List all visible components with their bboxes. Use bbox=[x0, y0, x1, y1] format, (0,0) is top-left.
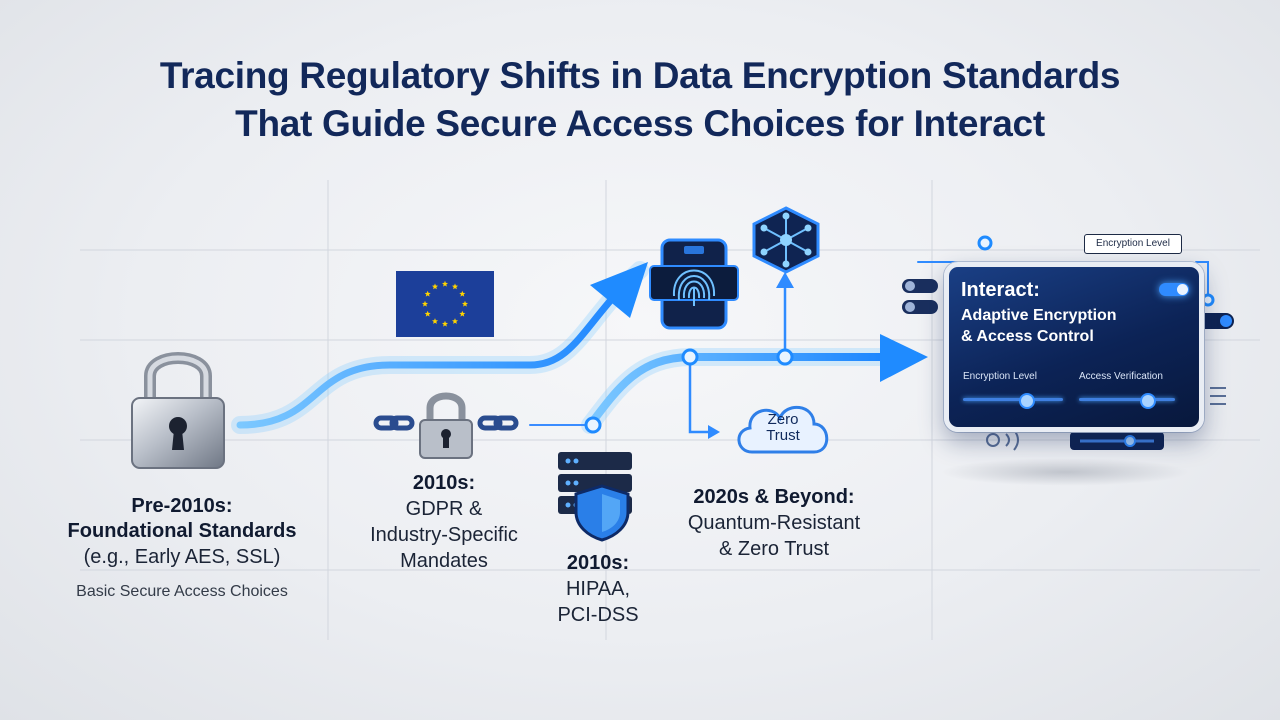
milestone-heading: 2010s: bbox=[566, 552, 630, 574]
milestone-line: & Zero Trust bbox=[718, 538, 830, 560]
network-node-icon bbox=[752, 206, 820, 274]
arrow-up-head bbox=[590, 262, 648, 318]
access-verification-label: Access Verification bbox=[1079, 371, 1163, 382]
panel-subtitle-line-2: & Access Control bbox=[961, 328, 1094, 345]
access-verification-slider[interactable] bbox=[1079, 393, 1175, 409]
eu-star bbox=[459, 310, 466, 317]
zero-trust-label: Zero Trust bbox=[746, 412, 820, 444]
encryption-level-knob[interactable] bbox=[1019, 393, 1035, 409]
eu-flag-icon bbox=[396, 271, 494, 337]
interact-panel: Interact: Adaptive Encryption & Access C… bbox=[944, 262, 1204, 432]
panel-subtitle-line-1: Adaptive Encryption bbox=[961, 307, 1117, 324]
milestone-pre-2010s: Pre-2010s: Foundational Standards (e.g.,… bbox=[44, 494, 320, 602]
panel-toggle[interactable] bbox=[1159, 283, 1189, 296]
milestone-heading: 2020s & Beyond: bbox=[693, 486, 855, 508]
cloud-icon bbox=[737, 405, 829, 454]
access-verification-knob[interactable] bbox=[1140, 393, 1157, 409]
eu-star bbox=[424, 310, 431, 317]
flow-line-upper bbox=[236, 266, 644, 429]
chained-padlock-icon bbox=[373, 392, 519, 459]
milestone-line: HIPAA, bbox=[565, 578, 631, 600]
milestone-2020s: 2020s & Beyond: Quantum-Resistant & Zero… bbox=[660, 484, 888, 562]
milestone-note: Basic Secure Access Choices bbox=[76, 583, 288, 600]
milestone-line: Foundational Standards bbox=[67, 520, 297, 542]
flow-node bbox=[681, 348, 699, 366]
encryption-level-slider[interactable] bbox=[963, 393, 1063, 409]
arrow-up-small bbox=[776, 272, 794, 288]
encryption-level-label: Encryption Level bbox=[963, 371, 1037, 382]
milestone-heading: 2010s: bbox=[412, 472, 476, 494]
branch-line-down bbox=[688, 355, 714, 434]
panel-shadow bbox=[940, 458, 1190, 486]
zero-trust-line-2: Trust bbox=[766, 427, 800, 444]
title-line-2: That Guide Secure Access Choices for Int… bbox=[235, 103, 1045, 144]
title-line-1: Tracing Regulatory Shifts in Data Encryp… bbox=[159, 55, 1121, 96]
milestone-line: PCI-DSS bbox=[557, 604, 639, 626]
eu-star bbox=[421, 300, 429, 307]
zero-trust-line-1: Zero bbox=[767, 411, 799, 428]
side-dial bbox=[986, 433, 1000, 447]
milestone-line: GDPR & bbox=[405, 498, 483, 520]
server-shield-icon bbox=[558, 452, 632, 542]
milestone-line: Industry-Specific bbox=[370, 524, 518, 546]
milestone-2010s-hipaa: 2010s: HIPAA, PCI-DSS bbox=[540, 550, 656, 628]
eu-star bbox=[431, 283, 439, 290]
encryption-level-tag: Encryption Level bbox=[1084, 234, 1182, 254]
eu-star bbox=[461, 300, 469, 307]
eu-star bbox=[441, 280, 449, 287]
milestone-line: (e.g., Early AES, SSL) bbox=[83, 546, 281, 568]
milestone-heading: Pre-2010s: bbox=[131, 495, 233, 517]
panel-title: Interact: bbox=[961, 279, 1040, 301]
eu-star bbox=[451, 318, 459, 324]
eu-star bbox=[459, 290, 466, 297]
flow-node bbox=[584, 416, 602, 434]
page-title: Tracing Regulatory Shifts in Data Encryp… bbox=[40, 52, 1240, 148]
fingerprint-device-icon bbox=[649, 238, 739, 330]
arrow-right-head bbox=[880, 334, 928, 382]
eu-star bbox=[441, 320, 449, 327]
panel-subtitle: Adaptive Encryption & Access Control bbox=[961, 305, 1141, 347]
padlock-icon bbox=[131, 352, 225, 469]
arrow-down-small bbox=[708, 425, 720, 439]
milestone-line: Quantum-Resistant bbox=[687, 512, 861, 534]
milestone-line: Mandates bbox=[400, 550, 488, 572]
flow-node bbox=[776, 348, 794, 366]
milestone-2010s-gdpr: 2010s: GDPR & Industry-Specific Mandates bbox=[348, 470, 540, 574]
eu-star bbox=[451, 283, 459, 290]
flow-node bbox=[977, 235, 993, 251]
flow-node bbox=[1201, 293, 1215, 307]
eu-star bbox=[431, 318, 439, 324]
eu-star bbox=[424, 290, 431, 297]
